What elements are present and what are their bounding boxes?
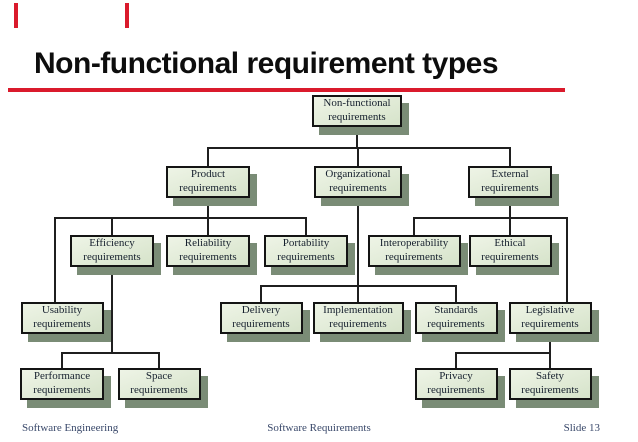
node-legislative: Legislative requirements (508, 302, 592, 334)
connector-line (207, 147, 511, 149)
connector-line (509, 198, 511, 219)
node-nonfunctional: Non-functional requirements (312, 95, 402, 127)
connector-line (549, 352, 551, 368)
connector-line (207, 217, 209, 235)
connector-line (549, 334, 551, 354)
connector-line (357, 285, 359, 302)
node-efficiency: Efficiency requirements (70, 235, 154, 267)
node-implementation: Implementation requirements (312, 302, 404, 334)
top-accent-dash (125, 3, 129, 28)
footer: Software Engineering Software Requiremen… (0, 422, 638, 440)
node-performance: Performance requirements (20, 368, 104, 400)
connector-line (305, 217, 307, 235)
connector-line (111, 267, 113, 354)
connector-line (413, 217, 568, 219)
node-reliability: Reliability requirements (166, 235, 250, 267)
node-external: External requirements (468, 166, 552, 198)
top-accent-dash (14, 3, 18, 28)
connector-line (158, 352, 160, 368)
connector-line (207, 198, 209, 219)
node-organizational: Organizational requirements (314, 166, 402, 198)
footer-slide-number: Slide 13 (563, 422, 600, 434)
footer-section: Software Requirements (267, 422, 371, 434)
node-ethical: Ethical requirements (468, 235, 552, 267)
connector-line (260, 285, 262, 302)
footer-course: Software Engineering (22, 422, 119, 434)
connector-line (111, 217, 113, 235)
node-delivery: Delivery requirements (219, 302, 303, 334)
connector-line (455, 285, 457, 302)
connector-line (509, 217, 511, 235)
connector-line (54, 217, 56, 302)
page-title: Non-functional requirement types (34, 47, 499, 80)
connector-line (61, 352, 63, 368)
connector-line (356, 127, 358, 149)
node-portability: Portability requirements (264, 235, 348, 267)
connector-line (455, 352, 551, 354)
node-safety: Safety requirements (508, 368, 592, 400)
node-product: Product requirements (166, 166, 250, 198)
node-usability: Usability requirements (20, 302, 104, 334)
connector-line (455, 352, 457, 368)
connector-line (413, 217, 415, 235)
node-standards: Standards requirements (414, 302, 498, 334)
connector-line (509, 147, 511, 166)
connector-line (207, 147, 209, 166)
node-space: Space requirements (117, 368, 201, 400)
node-privacy: Privacy requirements (414, 368, 498, 400)
connector-line (357, 198, 359, 287)
connector-line (566, 217, 568, 302)
connector-line (357, 147, 359, 166)
node-interoperability: Interoperability requirements (367, 235, 461, 267)
title-underline (8, 88, 565, 92)
connector-line (54, 217, 307, 219)
connector-line (61, 352, 160, 354)
